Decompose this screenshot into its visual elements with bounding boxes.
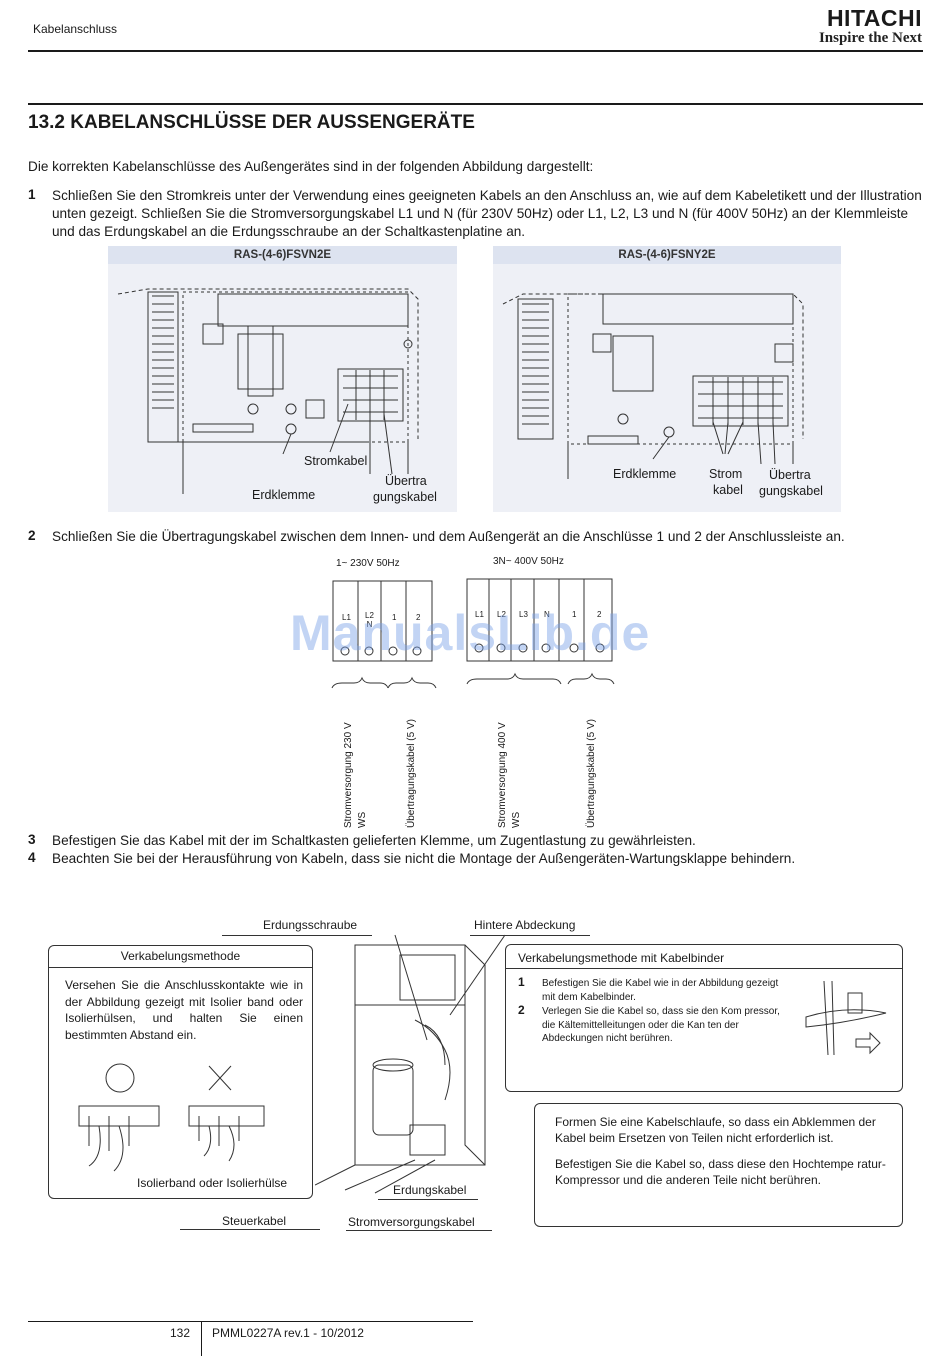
erdklemme-label: Erdklemme [613,467,677,481]
wiring-method-box: Verkabelungsmethode Versehen Sie die Ans… [48,945,313,1199]
erdungskabel-label: Erdungskabel [393,1183,467,1197]
uebertragung-label-2: gungskabel [759,484,823,498]
vertical-label-supply-400: Stromversorgung 400 V [497,722,508,828]
cable-tie-box: Verkabelungsmethode mit Kabelbinder 1 Be… [505,944,903,1092]
intro-text: Die korrekten Kabelanschlüsse des Außeng… [28,159,594,174]
erdungsschraube-label: Erdungsschraube [263,918,358,932]
hitachi-logo: HITACHI Inspire the Next [819,6,922,46]
erdklemme-label: Erdklemme [252,488,316,502]
vertical-label-ws: WS [511,811,522,828]
step-number: 3 [28,832,36,847]
supply-label-230: 1~ 230V 50Hz [336,558,400,569]
cable-tie-title: Verkabelungsmethode mit Kabelbinder [518,951,725,965]
model-label: RAS-(4-6)FSNY2E [493,246,841,264]
insulation-label: Isolierband oder Isolierhülse [137,1176,288,1190]
binder-step-number: 2 [518,1003,525,1017]
brand-name: HITACHI [826,5,922,31]
uebertragung-label-1: Übertra [769,468,811,482]
wiring-method-title: Verkabelungsmethode [120,949,241,963]
terminal-l1: L1 [475,610,484,619]
terminal-2: 2 [416,613,421,622]
stromkabel-label-1: Strom [709,467,743,481]
terminal-2: 2 [597,610,602,619]
stromkabel-label: Stromkabel [304,454,368,468]
uebertragung-label-2: gungskabel [373,490,437,504]
steuerkabel-label: Steuerkabel [222,1214,287,1228]
terminal-1: 1 [392,613,397,622]
vertical-label-transmission: Übertragungskabel (5 V) [406,719,417,828]
footer-rule [28,1321,473,1322]
leader-line [378,1199,478,1200]
binder-step-number: 1 [518,975,525,989]
wiring-method-text: Versehen Sie die Anschlusskontakte wie i… [65,978,303,1042]
terminal-l3: L3 [519,610,528,619]
header-rule [28,50,923,52]
outdoor-unit-drawing [315,934,506,1194]
step-text: Schließen Sie die Übertragungskabel zwis… [52,529,845,544]
title-rule [28,103,923,105]
step-number: 4 [28,850,36,865]
brand-tagline: Inspire the Next [818,30,922,46]
leader-line [470,935,590,936]
terminal-strip-230 [331,580,437,689]
model-label: RAS-(4-6)FSVN2E [108,246,457,264]
terminal-strip-400 [466,578,615,685]
step-number: 2 [28,528,36,543]
wiring-panel-right: RAS-(4-6)FSNY2E Erdklemme Stro [493,246,841,512]
running-header: Kabelanschluss [33,22,118,36]
leader-line [346,1230,492,1231]
footer-divider [201,1321,202,1356]
title-divider [49,967,312,968]
terminal-n: N [544,610,550,619]
watermark: ManualsLib.de [290,605,651,661]
control-box-diagram [502,293,804,479]
stromkabel-label-2: kabel [713,483,743,497]
cable-loop-box: Formen Sie eine Kabelschlaufe, so dass e… [534,1103,903,1227]
terminal-insulation-drawing [78,1063,265,1172]
step-text: Schließen Sie den Stromkreis unter der V… [52,188,922,239]
supply-label-400: 3N~ 400V 50Hz [493,556,564,567]
step-text: Beachten Sie bei der Herausführung von K… [52,851,796,866]
vertical-label-transmission: Übertragungskabel (5 V) [586,719,597,828]
binder-step-text: Verlegen Sie die Kabel so, dass sie den … [542,1006,780,1044]
document-id: PMML0227A rev.1 - 10/2012 [212,1326,364,1340]
wiring-panel-left: RAS-(4-6)FSVN2E St [108,246,457,512]
stromversorgungskabel-label: Stromversorgungskabel [348,1215,475,1229]
terminal-1: 1 [572,610,577,619]
vertical-label-ws: WS [357,811,368,828]
hintere-abdeckung-label: Hintere Abdeckung [474,918,576,932]
loop-text-1: Formen Sie eine Kabelschlaufe, so dass e… [555,1115,876,1145]
step-text: Befestigen Sie das Kabel mit der im Scha… [52,833,696,848]
uebertragung-label-1: Übertra [385,474,427,488]
terminal-l2: L2 [497,610,506,619]
binder-step-text: Befestigen Sie die Kabel wie in der Abbi… [542,978,779,1003]
step-number: 1 [28,187,36,202]
vertical-label-supply-230: Stromversorgung 230 V [343,722,354,828]
title-divider [506,968,902,969]
section-title: 13.2 KABELANSCHLÜSSE DER AUSSENGERÄTE [28,112,475,133]
leader-line [222,935,372,936]
loop-text-2: Befestigen Sie die Kabel so, dass diese … [555,1157,886,1187]
cable-tie-drawing [805,980,887,1056]
terminal-l1: L1 [342,613,351,622]
leader-line [180,1229,320,1230]
page-number: 132 [170,1326,191,1340]
control-box-diagram [117,288,419,494]
